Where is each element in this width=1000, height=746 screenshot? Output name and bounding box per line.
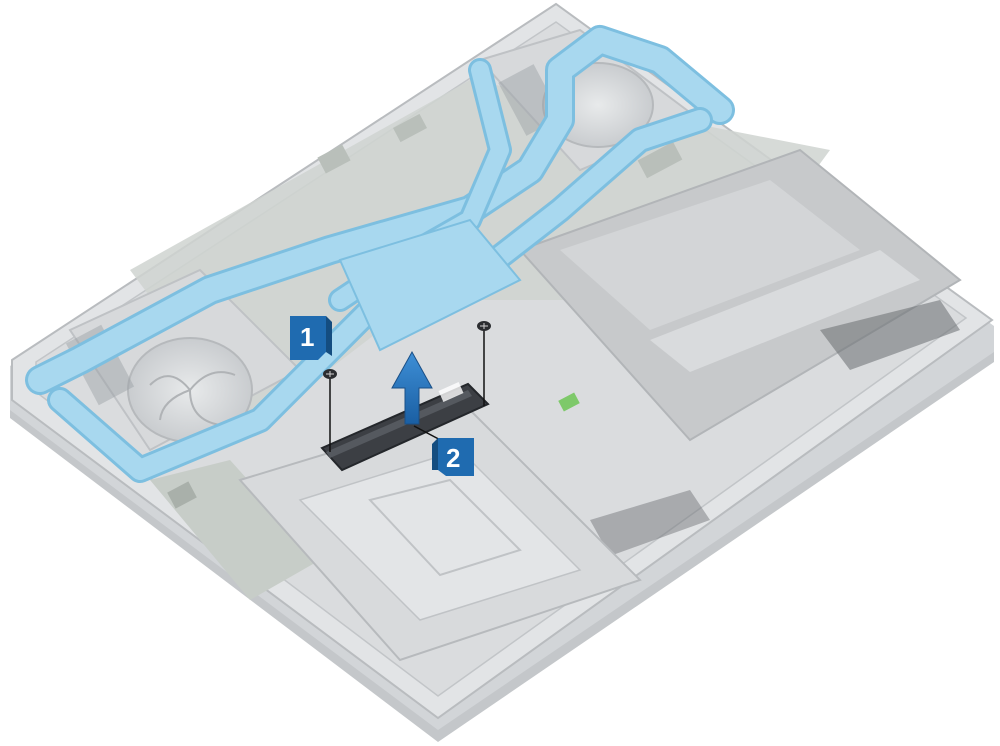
callout-2-number: 2 bbox=[446, 443, 460, 473]
callout-2: 2 bbox=[432, 438, 474, 476]
ssd-shield bbox=[320, 382, 490, 472]
heat-sink-plate bbox=[338, 218, 522, 352]
touchpad-bracket bbox=[238, 408, 642, 662]
callout-1: 1 bbox=[290, 316, 332, 360]
battery bbox=[518, 148, 962, 442]
screw-icon bbox=[477, 321, 491, 331]
fan-icon bbox=[149, 371, 236, 426]
speaker-right bbox=[590, 300, 960, 556]
callout-1-number: 1 bbox=[300, 322, 314, 352]
lift-arrow-icon bbox=[391, 350, 433, 425]
screw-2 bbox=[477, 321, 491, 406]
screw-icon bbox=[323, 369, 337, 379]
screw-1 bbox=[323, 369, 337, 452]
